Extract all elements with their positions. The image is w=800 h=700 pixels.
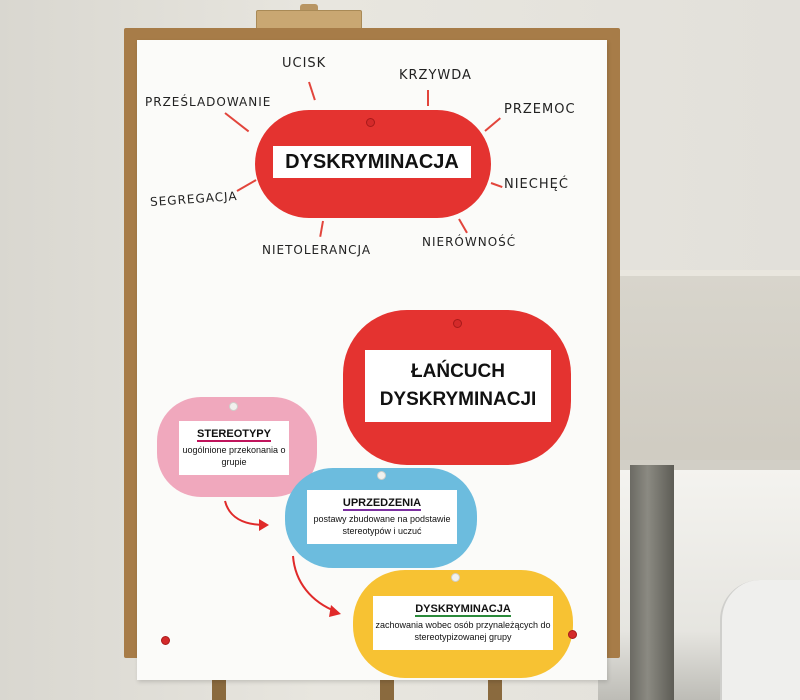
- pin: [453, 319, 462, 328]
- word-segregacja: SEGREGACJA: [149, 188, 239, 210]
- pin: [377, 471, 386, 480]
- step-description: uogólnione przekonania o grupie: [182, 445, 286, 467]
- parked-car: [720, 580, 800, 700]
- chain-title-line1: ŁAŃCUCH: [411, 361, 505, 382]
- pin: [161, 636, 170, 645]
- step-title: UPRZEDZENIA: [342, 497, 422, 511]
- step-label-box: DYSKRYMINACJA zachowania wobec osób przy…: [373, 596, 553, 650]
- step-prejudices: UPRZEDZENIA postawy zbudowane na podstaw…: [285, 468, 477, 568]
- step-label-box: STEREOTYPY uogólnione przekonania o grup…: [179, 421, 289, 475]
- tree-trunk: [630, 465, 674, 700]
- blob-chain: ŁAŃCUCH DYSKRYMINACJI: [343, 310, 571, 465]
- ray: [490, 182, 503, 189]
- pin: [568, 630, 577, 639]
- chain-label-box: ŁAŃCUCH DYSKRYMINACJI: [365, 350, 551, 422]
- poster-paper: UCISK KRZYWDA PRZEŚLADOWANIE PRZEMOC SEG…: [137, 40, 607, 680]
- ray: [427, 90, 429, 106]
- pin: [366, 118, 375, 127]
- ray: [319, 220, 324, 237]
- wall-panel: [600, 270, 800, 470]
- step-title: STEREOTYPY: [197, 428, 271, 442]
- word-przemoc: PRZEMOC: [504, 102, 576, 117]
- word-nietolerancja: NIETOLERANCJA: [262, 243, 372, 257]
- word-krzywda: KRZYWDA: [399, 68, 472, 83]
- step-discrimination: DYSKRYMINACJA zachowania wobec osób przy…: [353, 570, 573, 678]
- step-description: zachowania wobec osób przynależących do …: [375, 620, 551, 642]
- pin: [229, 402, 238, 411]
- pin: [451, 573, 460, 582]
- word-ucisk: UCISK: [282, 56, 327, 71]
- word-nierownosc: NIERÓWNOŚĆ: [422, 235, 517, 249]
- ray: [236, 179, 257, 192]
- arrow-stereotypes-to-prejudices: [224, 500, 269, 531]
- discrimination-title: DYSKRYMINACJA: [285, 150, 459, 173]
- blob-discrimination: DYSKRYMINACJA: [255, 110, 491, 218]
- step-label-box: UPRZEDZENIA postawy zbudowane na podstaw…: [307, 490, 457, 544]
- title-label-box: DYSKRYMINACJA: [273, 146, 471, 178]
- chain-title-line2: DYSKRYMINACJI: [379, 389, 537, 410]
- step-title: DYSKRYMINACJA: [415, 603, 511, 617]
- word-przesladowanie: PRZEŚLADOWANIE: [145, 95, 272, 109]
- ray: [308, 81, 316, 101]
- step-stereotypes: STEREOTYPY uogólnione przekonania o grup…: [157, 397, 317, 497]
- word-niechec: NIECHĘĆ: [504, 177, 569, 192]
- ray: [224, 112, 250, 133]
- step-description: postawy zbudowane na podstawie stereotyp…: [313, 514, 451, 536]
- ray: [484, 117, 501, 132]
- ray: [458, 218, 468, 234]
- arrow-prejudices-to-discrimination: [292, 555, 341, 617]
